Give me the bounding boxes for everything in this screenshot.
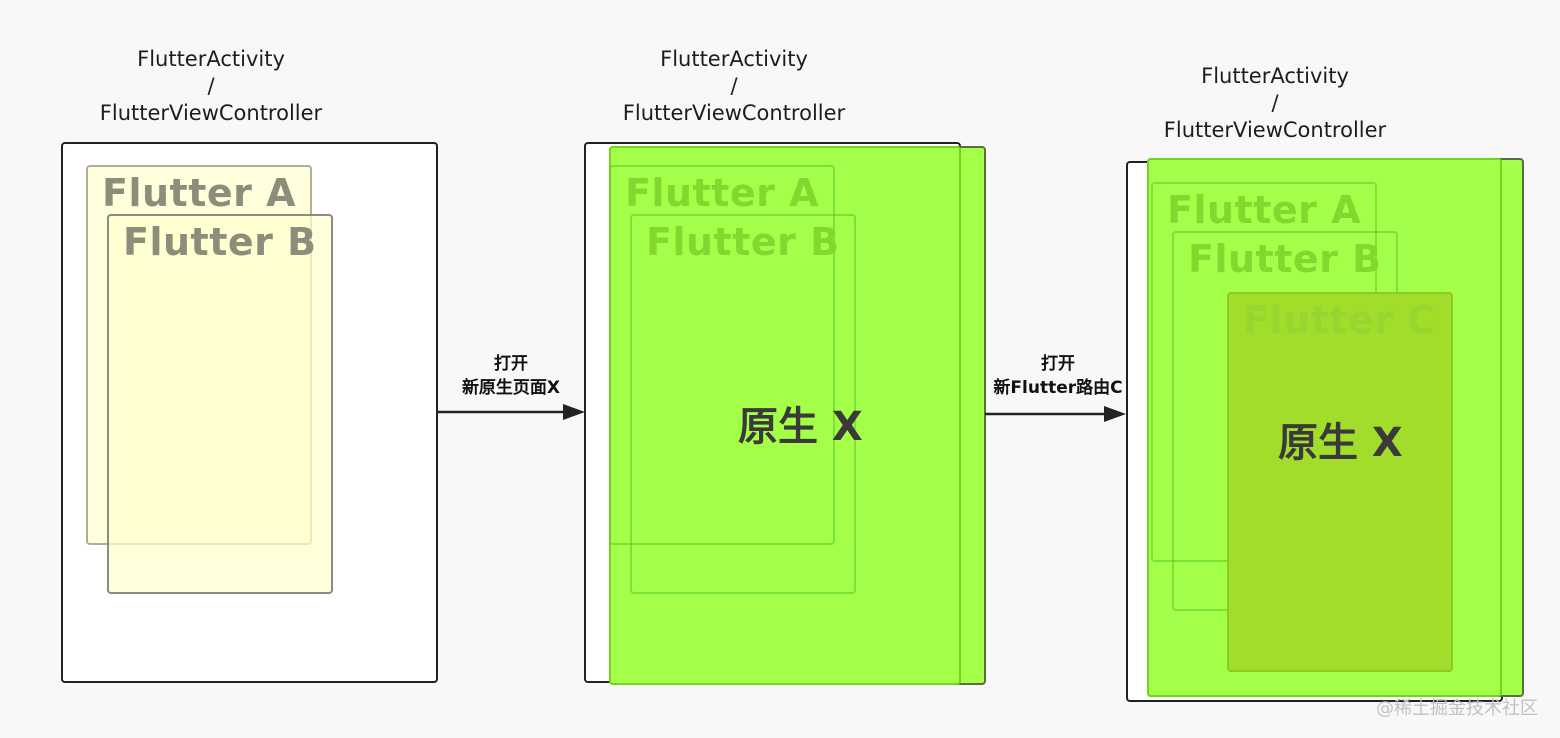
arrow-2-line2: 新Flutter路由C xyxy=(993,378,1123,398)
caption-line2: FlutterViewController xyxy=(99,101,323,125)
caption-line1: FlutterActivity xyxy=(137,47,285,71)
flutter-page-b: Flutter B xyxy=(107,214,333,594)
container-caption-2: FlutterActivity / FlutterViewController xyxy=(621,46,847,127)
arrow-1 xyxy=(437,404,585,420)
arrow-1-line2: 新原生页面X xyxy=(461,378,561,398)
flutter-page-b-label: Flutter B xyxy=(1188,237,1382,281)
watermark: @稀土掘金技术社区 xyxy=(1376,698,1538,719)
flutter-page-a-label: Flutter A xyxy=(625,171,820,215)
arrow-1-line1: 打开 xyxy=(494,354,528,374)
arrow-2 xyxy=(985,406,1126,422)
flutter-page-b: Flutter B xyxy=(630,214,856,594)
flutter-page-c-label: Flutter C xyxy=(1243,298,1436,342)
caption-line1: FlutterActivity xyxy=(660,47,808,71)
native-page-x-label: 原生 X xyxy=(738,404,863,450)
container-caption-1: FlutterActivity / FlutterViewController xyxy=(98,46,324,127)
arrow-2-label: 打开 新Flutter路由C xyxy=(988,352,1128,400)
flutter-page-b-label: Flutter B xyxy=(646,220,840,264)
arrow-1-label: 打开 新原生页面X xyxy=(446,352,576,400)
flutter-page-a: Flutter A xyxy=(609,165,835,545)
native-page-x-label: 原生 X xyxy=(1278,420,1403,466)
flutter-page-b-label: Flutter B xyxy=(123,220,317,264)
flutter-page-c: Flutter C xyxy=(1227,292,1453,672)
caption-line1: FlutterActivity xyxy=(1201,64,1349,88)
caption-line2: FlutterViewController xyxy=(622,101,846,125)
flutter-page-a-label: Flutter A xyxy=(102,171,297,215)
native-page-x xyxy=(609,146,961,685)
flutter-page-a-label: Flutter A xyxy=(1167,188,1362,232)
caption-line2: FlutterViewController xyxy=(1163,118,1387,142)
container-caption-3: FlutterActivity / FlutterViewController xyxy=(1162,63,1388,144)
caption-sep: / xyxy=(730,74,738,98)
caption-sep: / xyxy=(207,74,215,98)
caption-sep: / xyxy=(1271,91,1279,115)
arrow-2-line1: 打开 xyxy=(1041,354,1075,374)
